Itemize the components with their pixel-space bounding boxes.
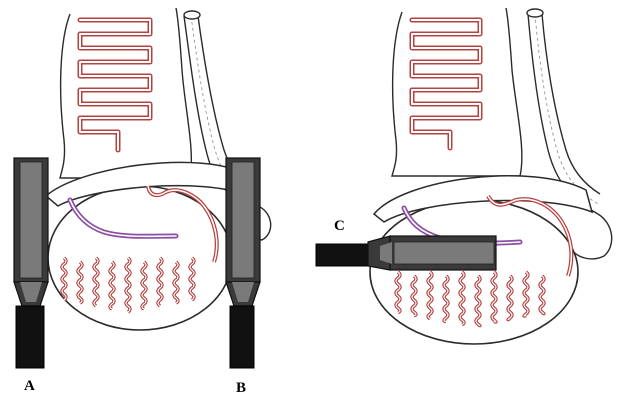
left-arc-vessel-inner [148,186,217,262]
label-c: C [334,218,345,234]
right-arc-vessel [488,196,571,276]
endoscope-b [226,158,260,368]
left-panel: A B [14,8,271,396]
right-arc-vessel-inner [488,196,571,276]
left-band [46,162,250,206]
right-panel: C [316,8,612,344]
label-b: B [236,380,246,396]
right-oval [370,200,578,344]
label-a: A [24,378,35,394]
right-tube-opening [527,9,543,17]
right-serpentine-vessel-inner [412,20,480,148]
endoscope-a [14,158,48,368]
right-wavy-vessels [396,272,544,326]
right-tube [528,14,612,259]
right-tube-inner [542,14,600,194]
left-arc-vessel [148,186,217,262]
left-wavy-vessels [62,258,194,312]
left-purple-catheter-inner [70,200,176,236]
left-tube-opening [184,11,200,19]
endoscope-c [316,236,496,270]
left-serpentine-vessel [80,20,150,150]
left-purple-catheter [70,200,176,236]
right-serpentine-vessel [412,20,480,148]
